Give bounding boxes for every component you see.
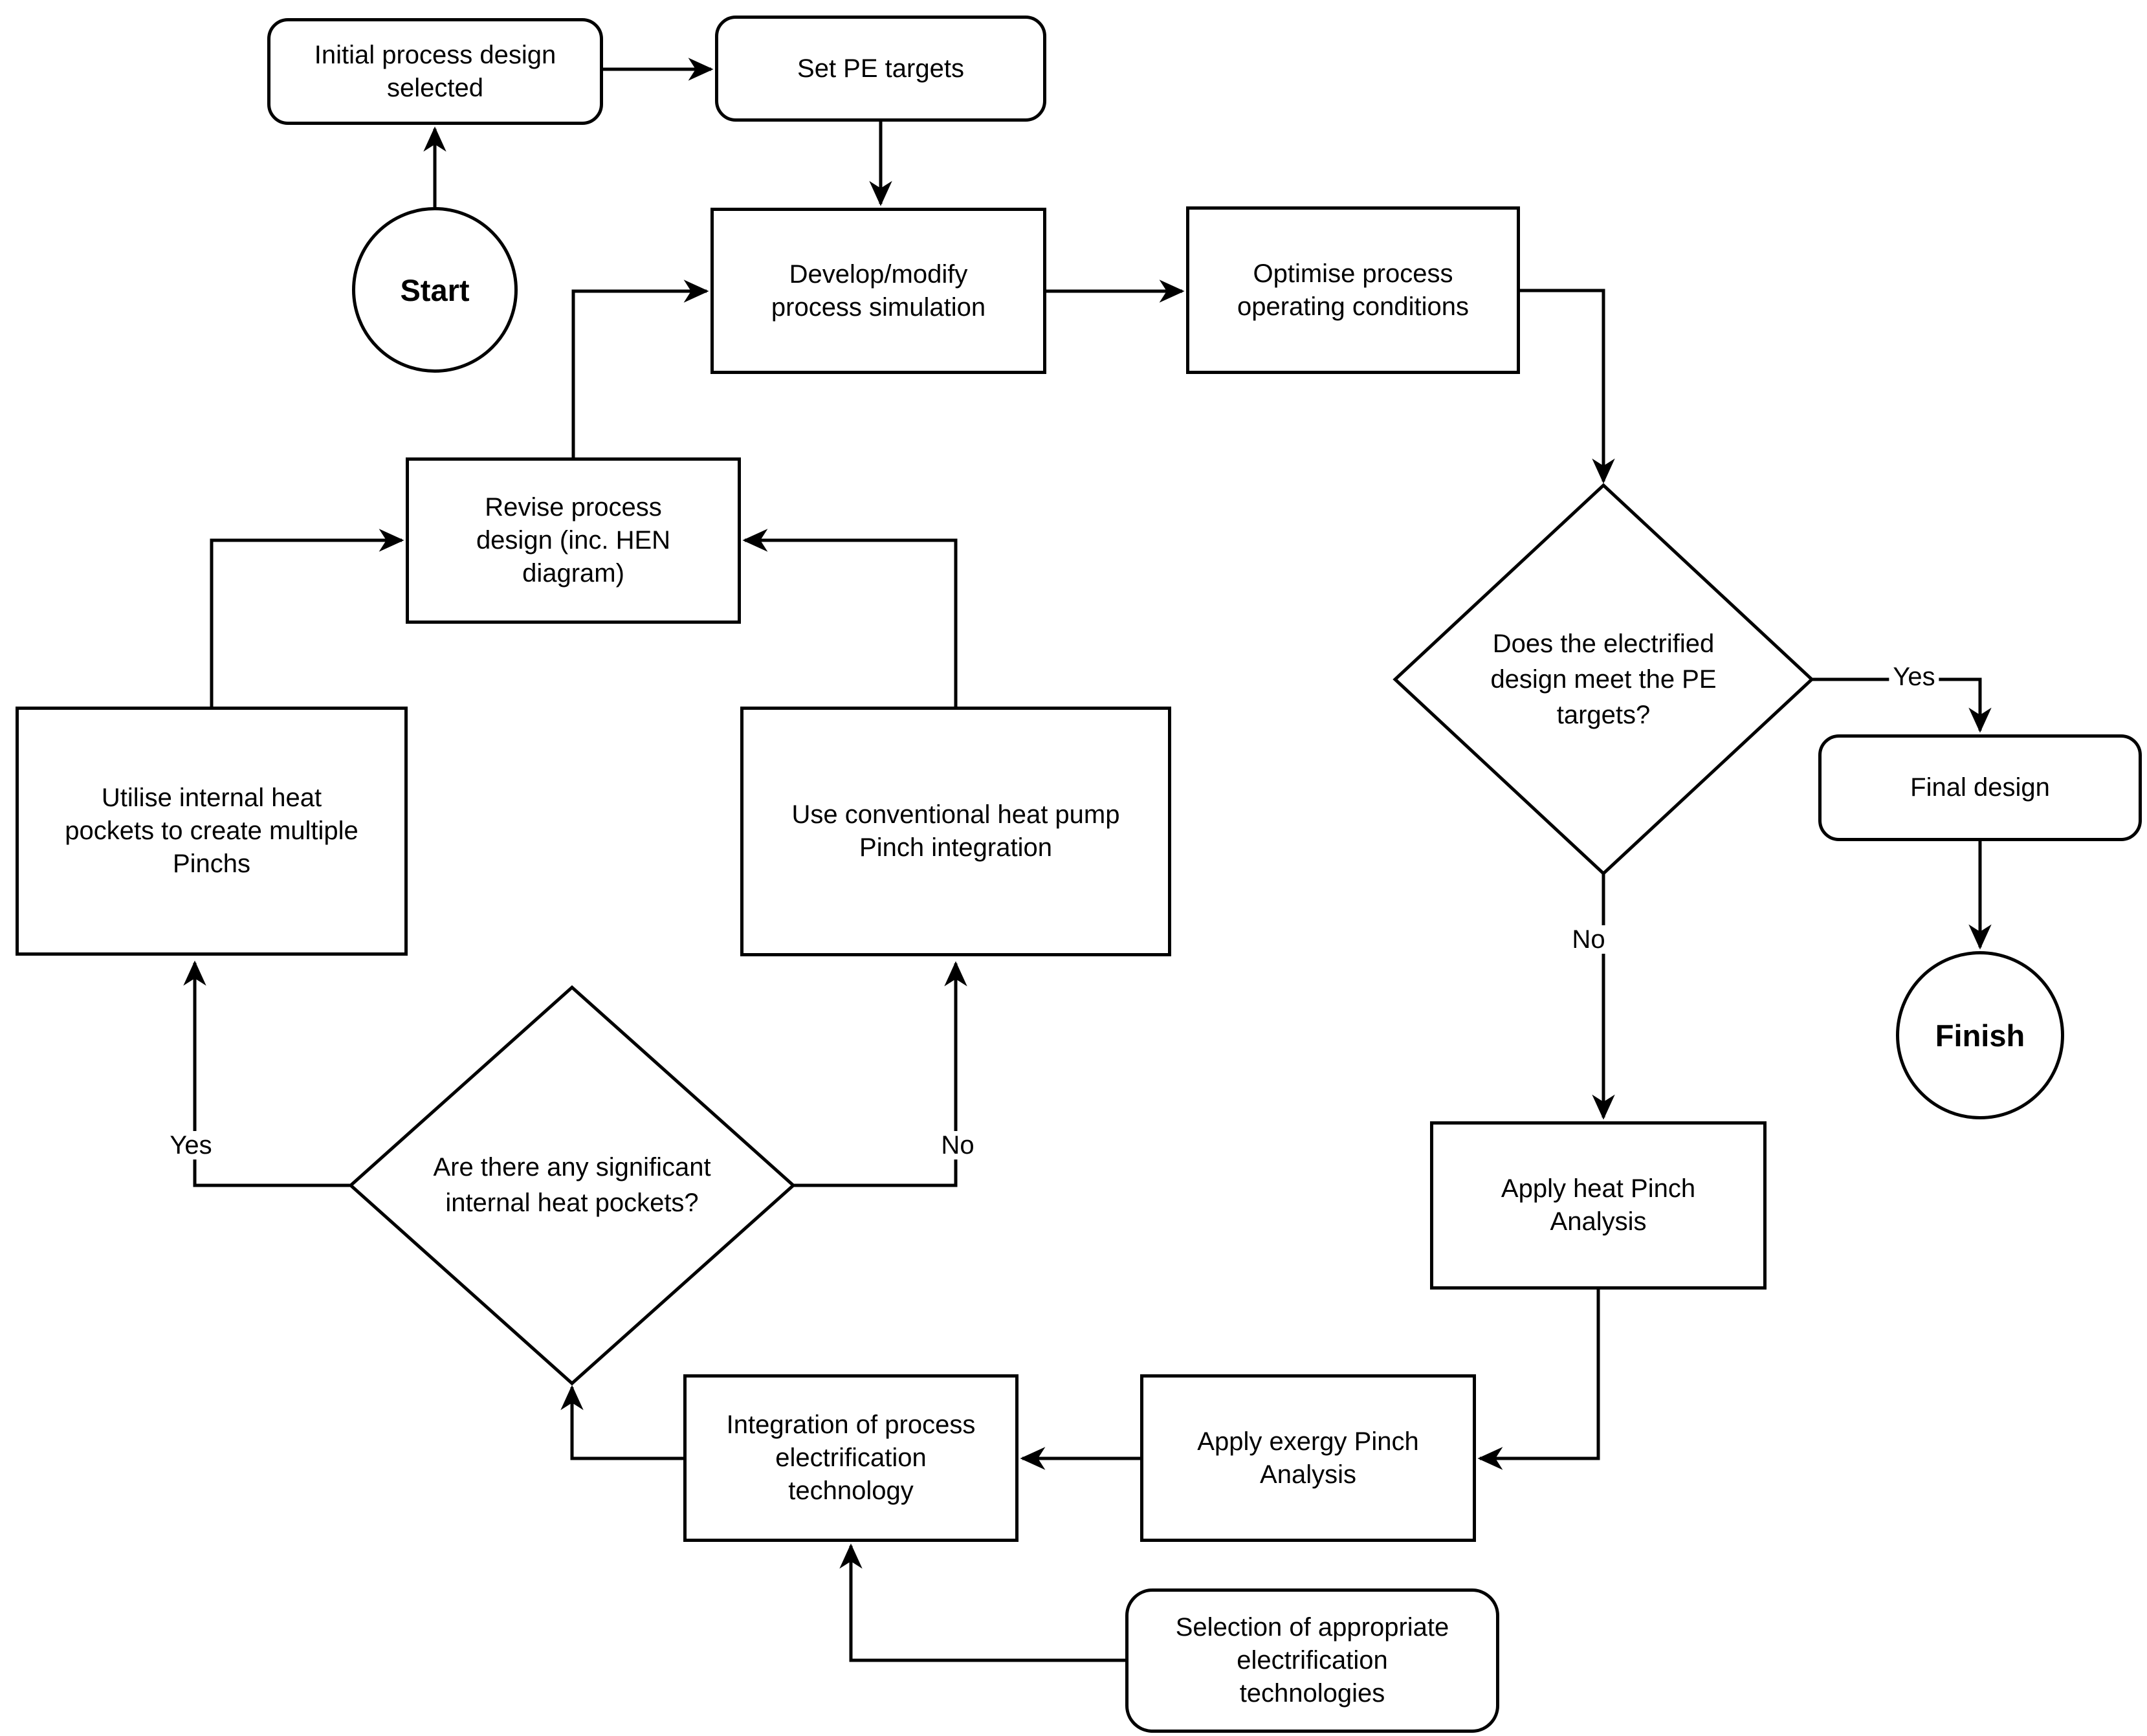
node-utilise-pockets: Utilise internal heat pockets to create … (16, 707, 408, 956)
edge-decision-pockets-no-to-heat-pump (793, 961, 967, 1187)
label-line: Set PE targets (797, 54, 964, 83)
label-line: Develop/modify (789, 259, 968, 289)
label-line: Optimise process (1253, 259, 1453, 288)
edge-integration-to-decision-pockets (560, 1385, 683, 1460)
label-line: Final design (1910, 773, 2050, 802)
label-line: Use conventional heat pump (791, 800, 1120, 829)
label-line: process simulation (771, 292, 986, 322)
label-line: operating conditions (1237, 292, 1470, 321)
label-line: design (inc. HEN (476, 526, 671, 555)
node-apply-exergy-pinch: Apply exergy Pinch Analysis (1140, 1374, 1476, 1542)
node-start: Start (352, 207, 518, 373)
label-line: internal heat pockets? (445, 1189, 699, 1217)
label-line: targets? (1556, 700, 1651, 729)
edge-apply-heat-to-apply-exergy (1477, 1290, 1600, 1470)
edge-decision-pe-yes-to-final (1812, 677, 1992, 733)
node-decision-pe-targets: Does the electrified design meet the PE … (1409, 582, 1798, 776)
label-line: technologies (1239, 1679, 1385, 1708)
node-finish: Finish (1896, 951, 2064, 1119)
edge-decision-pockets-yes-to-utilise (183, 960, 351, 1187)
label-line: Utilise internal heat (101, 784, 322, 812)
edge-heat-pump-to-revise (742, 529, 958, 707)
node-initial-design: Initial process design selected (267, 18, 603, 125)
edge-label-pe-no: No (1568, 925, 1609, 954)
label-line: design meet the PE (1490, 665, 1717, 694)
edge-optimise-to-decision-pe (1520, 289, 1615, 484)
label-line: Are there any significant (433, 1153, 711, 1181)
label-line: Apply exergy Pinch (1197, 1427, 1419, 1456)
node-finish-label: Finish (1935, 1018, 2025, 1053)
edge-selection-to-integration (839, 1543, 1125, 1662)
node-develop-simulation: Develop/modify process simulation (710, 208, 1046, 374)
edge-label-pe-yes: Yes (1889, 663, 1939, 691)
edge-revise-to-develop (571, 280, 709, 457)
label-line: Integration of process (726, 1411, 976, 1439)
edge-label-pockets-no: No (937, 1131, 978, 1159)
label-line: Does the electrified (1492, 629, 1715, 658)
node-selection-technologies: Selection of appropriate electrification… (1125, 1588, 1499, 1733)
edge-label-pockets-yes: Yes (166, 1131, 216, 1159)
label-line: Initial process design (314, 40, 556, 69)
node-final-design: Final design (1818, 734, 2142, 841)
node-revise-design: Revise process design (inc. HEN diagram) (406, 457, 741, 624)
label-line: Revise process (485, 493, 662, 522)
decision-heat-pockets-diamond (348, 985, 796, 1386)
label-line: Selection of appropriate (1175, 1613, 1449, 1642)
label-line: electrification (775, 1444, 927, 1472)
node-start-label: Start (400, 272, 470, 307)
node-set-pe-targets: Set PE targets (715, 16, 1046, 122)
node-use-heat-pump: Use conventional heat pump Pinch integra… (740, 707, 1171, 956)
label-line: technology (788, 1477, 914, 1505)
node-apply-heat-pinch: Apply heat Pinch Analysis (1430, 1121, 1767, 1290)
label-line: Analysis (1260, 1460, 1356, 1489)
label-line: Analysis (1550, 1207, 1647, 1236)
label-line: pockets to create multiple (65, 817, 358, 845)
node-optimise-conditions: Optimise process operating conditions (1186, 206, 1520, 374)
label-line: Pinch integration (859, 833, 1052, 862)
label-line: selected (387, 73, 483, 102)
label-line: diagram) (522, 559, 624, 588)
edge-utilise-to-revise (210, 529, 404, 707)
label-line: electrification (1237, 1646, 1388, 1675)
label-line: Apply heat Pinch (1501, 1174, 1696, 1203)
node-integration-electrification: Integration of process electrification t… (683, 1374, 1018, 1542)
node-decision-heat-pockets: Are there any significant internal heat … (346, 1108, 798, 1263)
label-line: Pinchs (172, 850, 251, 878)
